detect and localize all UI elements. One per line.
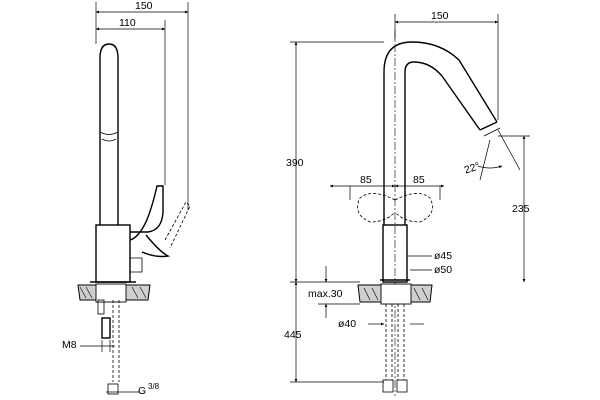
front-hose-end-left [382,379,394,393]
side-nut [101,317,111,339]
front-hose-end-right [396,379,408,393]
side-hose [112,300,120,382]
front-spout-tip [479,121,498,131]
thread-label: M8 [62,339,77,351]
side-lever-tip [141,234,171,258]
dim-label-side-150: 150 [135,0,153,12]
side-stud [97,299,105,315]
front-spout-outer [383,41,498,225]
front-handle-right [394,193,433,223]
dim-label-max30: max.30 [308,288,343,300]
dim-label-front-150: 150 [431,10,449,22]
front-view: 150 22° 390 235 85 85 ø45 ø50 [284,10,530,396]
hose-thread-fraction: 3/8 [148,382,160,391]
side-spout-aerator [99,131,119,135]
dim-label-445: 445 [284,329,302,341]
side-spout [99,43,119,225]
side-body [95,224,131,283]
dim-label-235: 235 [512,203,530,215]
side-lever [129,185,164,241]
dim-label-diam-45: ø45 [434,250,452,262]
hose-thread-label: G [138,385,146,397]
side-lever-dashed [164,201,191,249]
dim-label-85-left: 85 [360,174,372,186]
front-spout-inner [404,61,481,225]
dim-label-side-110: 110 [119,17,136,29]
side-hose-end [107,383,119,395]
dim-label-diam-50: ø50 [434,264,452,276]
dim-label-85-right: 85 [413,174,425,186]
side-view: 150 110 M8 G 3/8 [62,0,191,397]
angle-label: 22° [463,160,482,176]
dim-label-390: 390 [286,157,304,169]
dim-label-diam-40: ø40 [338,318,356,330]
front-body [382,224,408,283]
front-hoses [385,304,405,380]
front-handle-left [357,193,396,223]
